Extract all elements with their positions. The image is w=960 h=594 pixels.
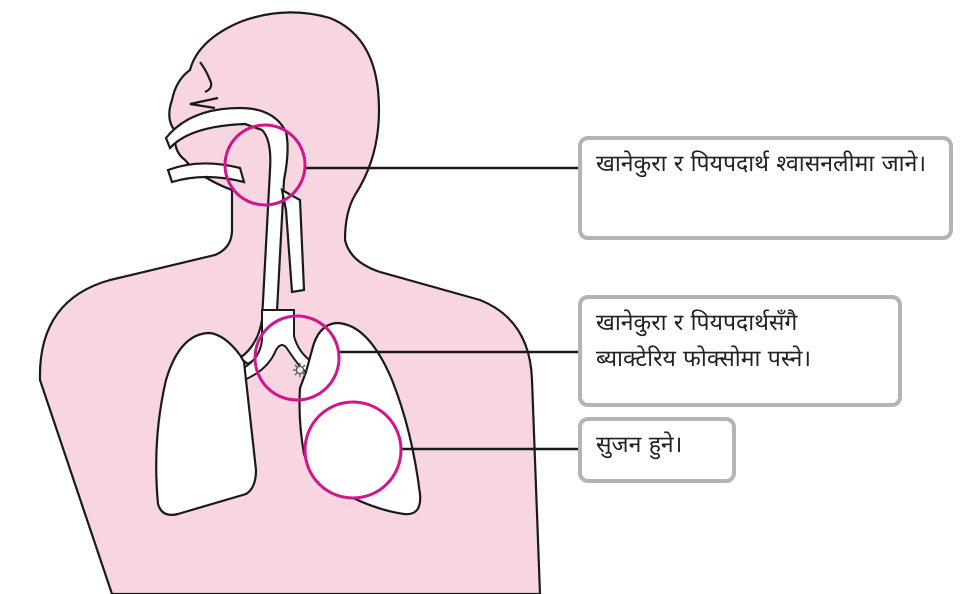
- body-silhouette: [40, 12, 540, 594]
- callout-inflammation: सुजन हुने।: [578, 417, 736, 483]
- oral-cavity: [168, 163, 244, 182]
- bacteria-icon: [293, 363, 307, 377]
- callout-bacteria-into-lungs: खानेकुरा र पियपदार्थसँगै ब्याक्टेरिय फोक…: [578, 295, 902, 407]
- callout-text: सुजन हुने।: [596, 432, 682, 458]
- highlight-circle-lung: [305, 402, 401, 498]
- callout-food-into-windpipe: खानेकुरा र पियपदार्थ श्वासनलीमा जाने।: [578, 136, 953, 240]
- callout-text: खानेकुरा र पियपदार्थसँगै ब्याक्टेरिय फोक…: [596, 310, 811, 372]
- callout-text: खानेकुरा र पियपदार्थ श्वासनलीमा जाने।: [596, 151, 926, 177]
